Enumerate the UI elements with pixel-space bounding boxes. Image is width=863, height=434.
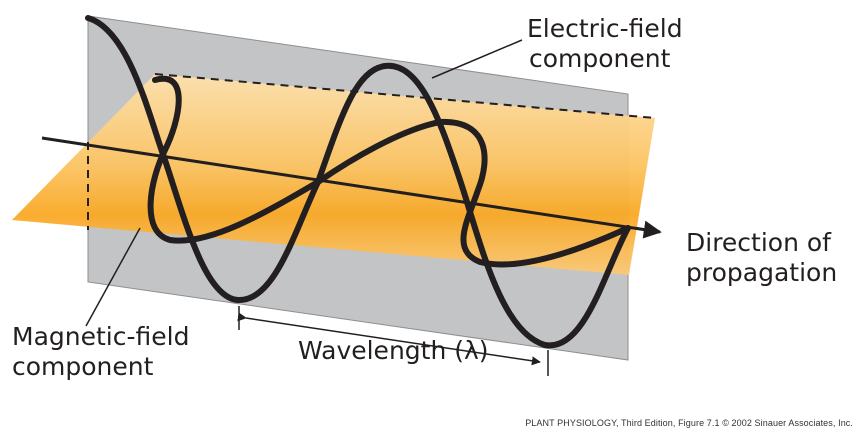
magnetic-field-label-line2: component [12,352,154,381]
magnetic-field-label-line1: Magnetic-field [12,322,190,351]
electric-label-leader [431,39,523,79]
direction-of-propagation-label: Direction of propagation [686,228,837,288]
electric-field-label-line1: Electric-field [527,14,683,43]
direction-label-line2: propagation [686,258,838,287]
wavelength-arrow [237,312,541,366]
propagation-axis [41,136,662,239]
direction-label-line1: Direction of [686,228,831,257]
magnetic-label-leader [85,227,141,327]
figure-credit: PLANT PHYSIOLOGY, Third Edition, Figure … [525,418,853,428]
magnetic-field-label: Magnetic-field component [12,322,189,382]
electric-field-label-line2: component [529,44,671,73]
wavelength-label: Wavelength (λ) [298,336,489,365]
electric-field-label: Electric-field component [527,14,683,74]
magnetic-field-wave [147,75,631,268]
